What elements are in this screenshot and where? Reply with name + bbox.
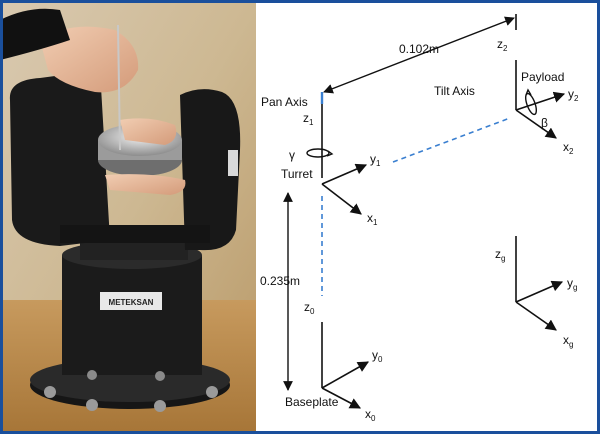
y0-label: y0	[372, 348, 383, 364]
dimension-0102-label: 0.102m	[399, 42, 439, 56]
yg-axis-arrow	[515, 280, 564, 303]
pan-axis-label: Pan Axis	[261, 95, 308, 109]
x0-axis-arrow	[321, 387, 361, 409]
z0-label: z0	[304, 300, 315, 316]
turret-yoke	[9, 70, 241, 251]
x1-label: x1	[367, 211, 378, 227]
baseplate-label: Baseplate	[285, 395, 339, 409]
xg-axis-arrow	[515, 301, 557, 331]
gamma-rotation-icon	[306, 148, 334, 158]
tilt-axis-dashed-line	[392, 117, 511, 163]
y1-axis-arrow	[321, 163, 368, 185]
y0-axis-arrow	[321, 361, 369, 389]
dimension-0102-arrow	[323, 16, 515, 94]
z2-label: z2	[497, 37, 508, 53]
payload-label: Payload	[521, 70, 564, 84]
beta-rotation-icon	[524, 88, 538, 116]
x2-label: x2	[563, 140, 574, 156]
turret-label: Turret	[281, 167, 313, 181]
z1-label: z1	[303, 111, 314, 127]
kinematic-diagram: Pan Axis 0.102m z1 γ Turret y1 x1 Tilt A…	[260, 14, 579, 423]
y2-label: y2	[568, 87, 579, 103]
x1-axis-arrow	[321, 183, 362, 215]
x2-axis-arrow	[515, 109, 557, 139]
operator-hands	[0, 8, 186, 195]
yg-label: yg	[567, 276, 577, 292]
y2-axis-arrow	[515, 91, 566, 111]
y1-label: y1	[370, 152, 381, 168]
dimension-0235-label: 0.235m	[260, 274, 300, 288]
turret-photo: METEKSAN	[0, 3, 256, 431]
xg-label: xg	[563, 333, 573, 349]
beta-label: β	[541, 116, 548, 130]
photo-brand-label: METEKSAN	[109, 298, 154, 307]
x0-label: x0	[365, 407, 376, 423]
zg-label: zg	[495, 247, 505, 263]
gamma-label: γ	[289, 148, 295, 162]
tilt-axis-label: Tilt Axis	[434, 84, 475, 98]
turret-base: METEKSAN	[30, 230, 230, 412]
